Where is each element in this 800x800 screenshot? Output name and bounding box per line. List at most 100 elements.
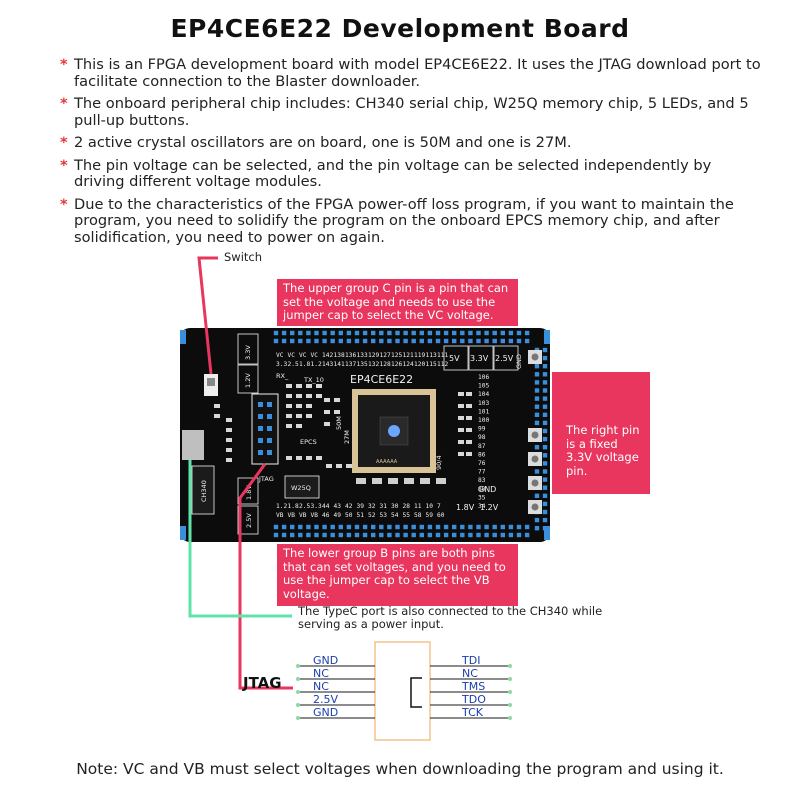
bottom-header-pins — [273, 524, 530, 538]
pin-label: 125 — [391, 352, 402, 359]
smd-part — [458, 452, 464, 456]
header-pin-icon — [435, 524, 441, 530]
header-pin-icon — [354, 330, 360, 336]
header-pin-icon — [267, 402, 272, 407]
button-group — [528, 350, 542, 514]
header-pin-icon — [298, 338, 303, 344]
header-pin-icon — [492, 524, 497, 530]
pin-label: 28 — [403, 503, 411, 510]
pin-label: 10 — [426, 503, 434, 510]
header-pin-icon — [500, 532, 505, 538]
smd-part — [466, 440, 472, 444]
smd-part — [226, 458, 232, 462]
callout-upper-c-pins: The upper group C pin is a pin that can … — [277, 279, 518, 326]
header-pin-icon — [338, 532, 343, 538]
smd-part — [226, 418, 232, 422]
header-pin-icon — [330, 330, 335, 336]
pin-label: 138 — [334, 352, 345, 359]
header-pin-icon — [443, 338, 449, 344]
header-pin-icon — [281, 524, 287, 530]
header-pin-icon — [542, 461, 548, 466]
header-pin-icon — [542, 485, 548, 490]
jtag-pin-dot — [296, 677, 300, 681]
pin-label: 104 — [478, 391, 489, 398]
header-pin-icon — [500, 524, 505, 530]
header-pin-icon — [443, 532, 449, 538]
jtag-pin-dot — [296, 664, 300, 668]
pin-label: 100 — [478, 417, 489, 424]
pin-label: 55 — [403, 512, 411, 519]
tx-label: TX_10 — [303, 376, 324, 384]
pin-label: 49 — [334, 512, 342, 519]
jtag-pin-left: NC — [313, 680, 329, 693]
jtag-pin-right: TCK — [461, 706, 484, 719]
smd-part — [326, 464, 332, 468]
pin-label: 115 — [426, 361, 437, 368]
header-pin-icon — [460, 524, 465, 530]
pin-label: 77 — [478, 469, 486, 476]
header-pin-icon — [452, 338, 457, 344]
header-pin-icon — [362, 330, 368, 336]
pin-label: 31 — [380, 503, 388, 510]
bullet-star-icon: * — [60, 95, 68, 112]
header-pin-icon — [322, 338, 327, 344]
header-pin-icon — [443, 524, 449, 530]
header-pin-icon — [476, 532, 481, 538]
header-pin-icon — [379, 338, 384, 344]
header-pin-icon — [362, 524, 368, 530]
jtag-leader-line — [238, 463, 293, 690]
jtag-pin-dot — [508, 703, 512, 707]
reg-label-1v2: 1.2V — [244, 373, 252, 388]
pin-label: 3.3 — [276, 361, 287, 368]
voltage-label-2v5: 2.5V — [495, 354, 514, 363]
header-pin-icon — [298, 330, 303, 336]
pin-label: 44 — [322, 503, 330, 510]
header-pin-icon — [267, 450, 272, 455]
reg-box — [237, 364, 259, 394]
header-pin-icon — [492, 532, 497, 538]
jtag-connector-pins — [258, 402, 272, 455]
pin-label: 128 — [380, 361, 391, 368]
header-pin-icon — [395, 338, 400, 344]
header-pin-icon — [306, 524, 311, 530]
header-pin-icon — [395, 532, 400, 538]
header-pin-icon — [468, 338, 473, 344]
jtag-pin-right: TDO — [461, 693, 486, 706]
header-pin-icon — [419, 330, 424, 336]
pin-label: 58 — [414, 512, 422, 519]
chip-dot — [388, 425, 400, 437]
led-icon — [436, 478, 446, 484]
header-pin-icon — [371, 338, 376, 344]
header-pin-icon — [346, 532, 352, 538]
jtag-pin-right: TDI — [461, 654, 480, 667]
led-icon — [388, 478, 398, 484]
header-pin-icon — [354, 524, 360, 530]
smd-part — [286, 394, 292, 398]
header-pin-icon — [379, 330, 384, 336]
header-pin-icon — [411, 524, 416, 530]
pin-label: 129 — [368, 352, 379, 359]
pin-label: 142 — [322, 352, 333, 359]
pin-label: 32 — [368, 503, 376, 510]
pin-label: 105 — [478, 383, 489, 390]
header-pin-icon — [542, 436, 548, 442]
smd-part — [316, 456, 322, 460]
jtag-pin-left: GND — [313, 706, 338, 719]
header-pin-icon — [267, 438, 272, 443]
pin-label: 35 — [478, 494, 486, 501]
header-pin-icon — [290, 330, 295, 336]
header-pin-icon — [427, 524, 433, 530]
header-pin-icon — [542, 396, 548, 401]
bullet-star-icon: * — [60, 134, 68, 151]
header-pin-icon — [306, 330, 311, 336]
header-pin-icon — [516, 524, 522, 530]
feature-text: 2 active crystal oscillators are on boar… — [74, 134, 572, 151]
header-pin-icon — [427, 532, 433, 538]
header-pin-icon — [542, 380, 548, 385]
pin-label: 43 — [334, 503, 342, 510]
smd-part — [286, 404, 292, 408]
pin-label: 121 — [403, 352, 414, 359]
jtag-pin-right: TMS — [461, 680, 485, 693]
header-pin-icon — [258, 438, 263, 443]
pin-label: VC — [288, 352, 296, 359]
